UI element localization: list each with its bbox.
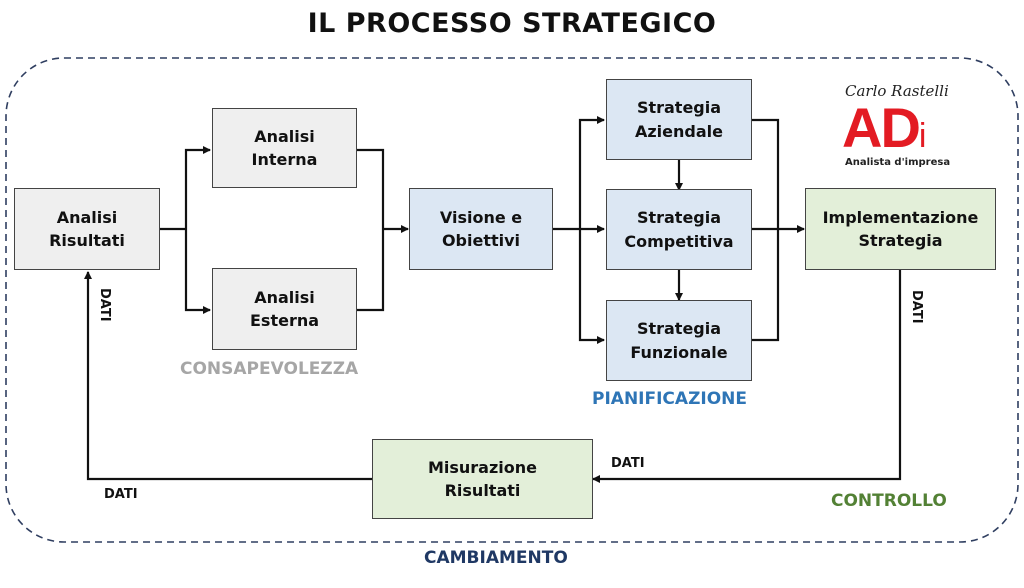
box-line: Misurazione — [427, 457, 538, 477]
line-interna-merge — [357, 148, 385, 312]
section-pianificazione: PIANIFICAZIONE — [592, 389, 748, 409]
logo-subtitle: Analista d'impresa — [845, 157, 951, 168]
arrow-to-analisi-interna — [184, 146, 211, 229]
box-line: Risultati — [49, 231, 125, 250]
dati-label-right: DATI — [909, 290, 924, 324]
logo-brand: ADi — [842, 100, 926, 164]
arrow-to-analisi-esterna — [184, 229, 211, 314]
box-line: Visione e — [439, 207, 523, 227]
box-line: Analisi — [56, 207, 118, 227]
box-line: Analisi — [254, 126, 315, 146]
dati-label-bottom-left: DATI — [104, 487, 138, 502]
box-line: Esterna — [249, 311, 320, 330]
box-line: Aziendale — [634, 121, 723, 141]
arrow-to-strategia-funzionale — [578, 229, 605, 344]
logo-brand-letters: AD — [842, 96, 921, 159]
box-line: Implementazione — [822, 207, 979, 227]
box-line: Strategia — [636, 319, 722, 339]
box-line: Analisi — [254, 287, 315, 307]
logo-brand-suffix: i — [918, 117, 927, 155]
section-consapevolezza: CONSAPEVOLEZZA — [180, 359, 359, 379]
dati-label-bottom-right: DATI — [611, 456, 645, 471]
box-line: Competitiva — [624, 231, 734, 251]
page-title: IL PROCESSO STRATEGICO — [307, 8, 717, 39]
box-line: Obiettivi — [441, 231, 521, 250]
box-line: Strategia — [636, 98, 722, 118]
section-cambiamento: CAMBIAMENTO — [424, 548, 568, 568]
section-controllo: CONTROLLO — [831, 491, 947, 511]
box-line: Funzionale — [630, 342, 728, 362]
box-line: Interna — [251, 150, 318, 169]
arrow-misurazione-to-risultati — [84, 271, 372, 481]
arrow-to-strategia-aziendale — [578, 116, 605, 229]
dati-label-left: DATI — [97, 288, 112, 322]
arrow-implementazione-to-misurazione — [592, 270, 902, 483]
cambiamento-dashed-border — [5, 57, 1019, 543]
box-line: Strategia — [858, 231, 943, 250]
box-line: Strategia — [636, 208, 722, 228]
box-visione-obiettivi: Visione e Obiettivi — [409, 188, 553, 270]
logo-signature: Carlo Rastelli — [845, 82, 949, 100]
box-line: Risultati — [444, 481, 521, 500]
